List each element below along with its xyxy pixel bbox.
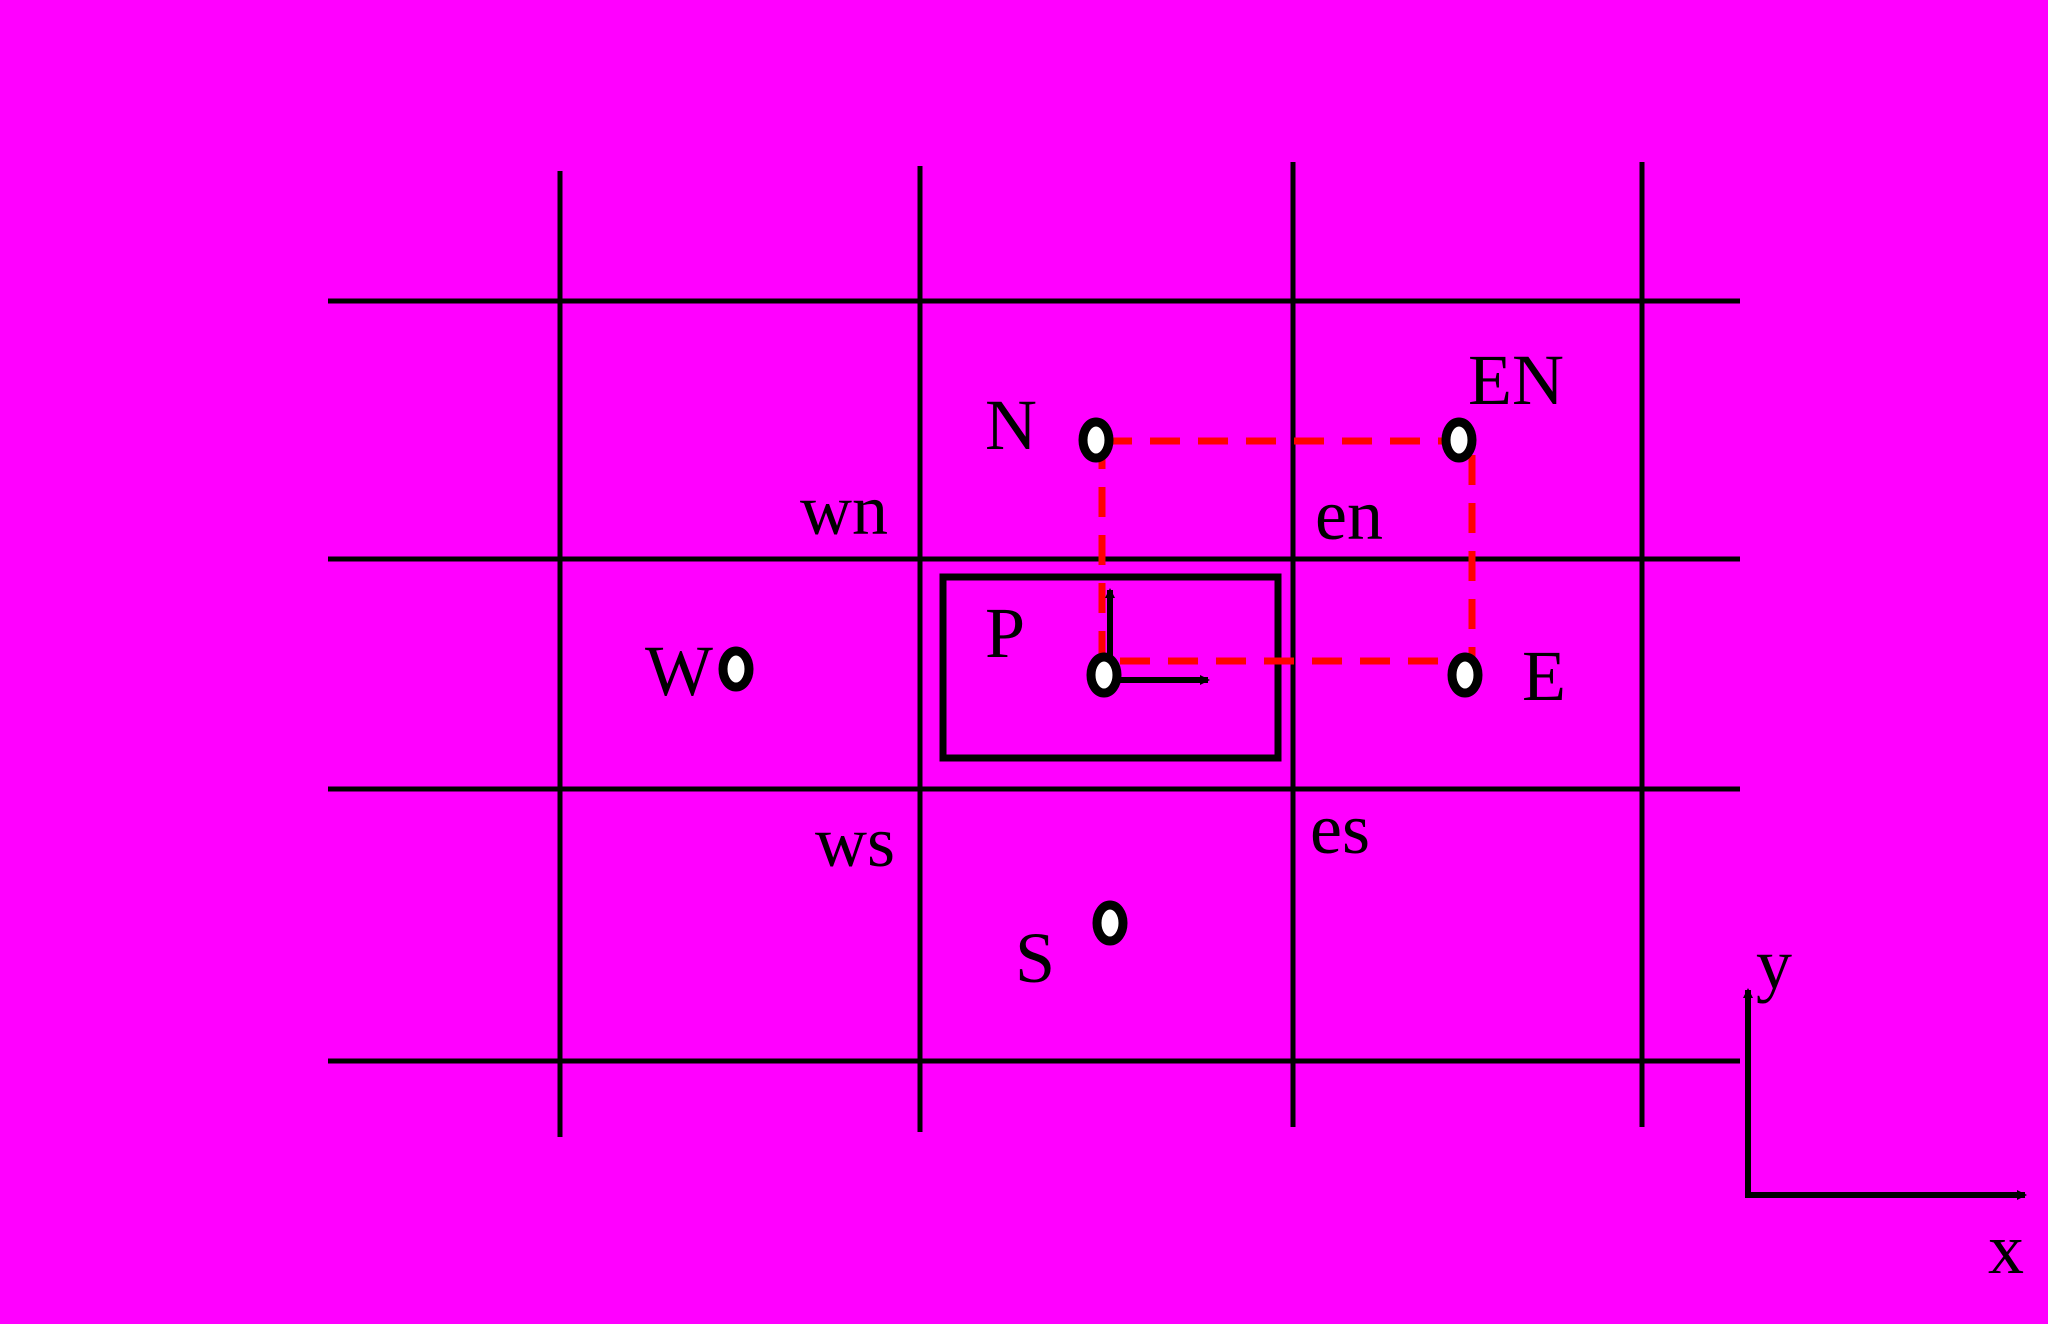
- label-ws: ws: [815, 802, 895, 882]
- label-wn: wn: [800, 470, 888, 550]
- node-P: [1086, 652, 1122, 698]
- nodes: [718, 417, 1483, 946]
- node-S: [1092, 900, 1128, 946]
- node-EN: [1441, 417, 1477, 463]
- label-W: W: [645, 631, 713, 711]
- node-W: [718, 646, 754, 692]
- grid-lines: [328, 162, 1740, 1137]
- label-S: S: [1015, 918, 1055, 998]
- dashed-staggered-cell: [1098, 437, 1476, 665]
- label-EN: EN: [1468, 340, 1564, 420]
- label-E: E: [1522, 636, 1566, 716]
- x-axis-label: x: [1988, 1209, 2024, 1289]
- label-N: N: [985, 385, 1037, 465]
- control-volume-box: [939, 573, 1282, 762]
- y-axis-label: y: [1756, 924, 1792, 1004]
- node-E: [1447, 652, 1483, 698]
- label-P: P: [985, 593, 1025, 673]
- node-N: [1078, 417, 1114, 463]
- label-en: en: [1315, 475, 1383, 555]
- label-es: es: [1310, 789, 1370, 869]
